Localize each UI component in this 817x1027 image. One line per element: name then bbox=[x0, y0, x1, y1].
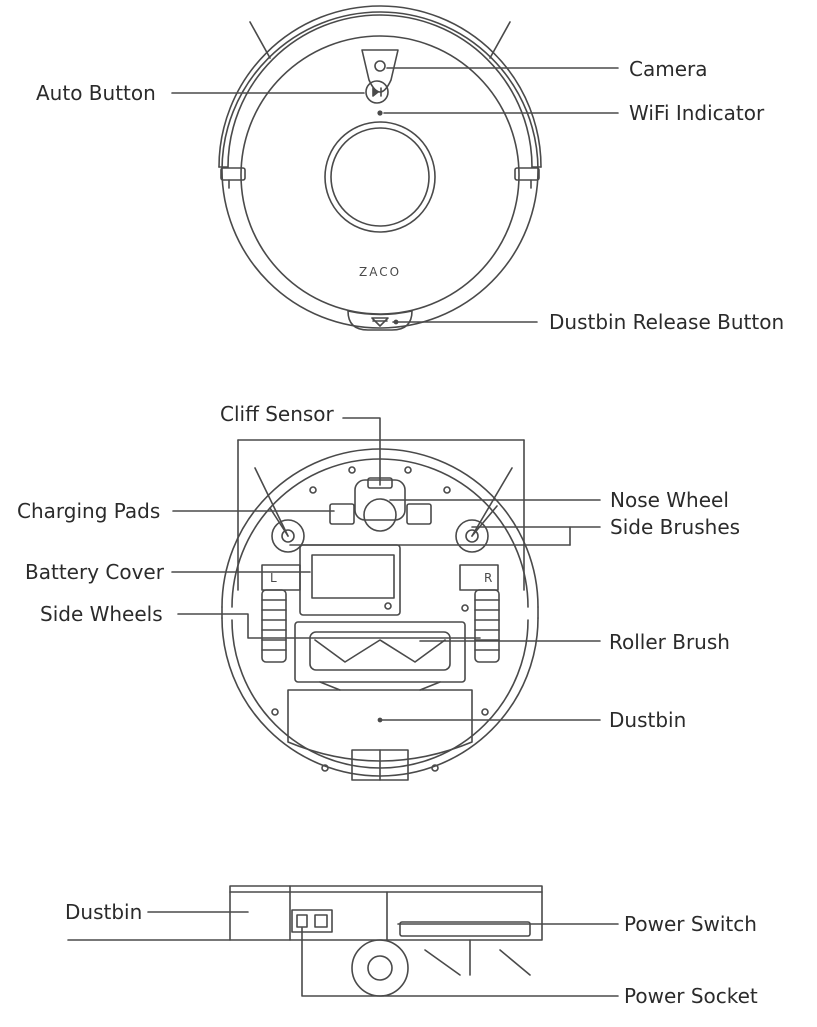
dustbin-handle bbox=[351, 749, 409, 781]
label-roller-brush: Roller Brush bbox=[609, 630, 730, 654]
side-mark-left: L bbox=[270, 571, 277, 585]
top-view-robot: ZACO bbox=[218, 5, 542, 331]
side-wheel-profile bbox=[351, 939, 409, 997]
top-bumper-outer bbox=[218, 5, 542, 168]
label-dustbin-release-button: Dustbin Release Button bbox=[549, 310, 785, 334]
charging-pad-left bbox=[329, 503, 355, 525]
dustbin-bottom bbox=[287, 689, 473, 762]
label-battery-cover: Battery Cover bbox=[25, 560, 164, 584]
bottom-body-lower-inner bbox=[231, 619, 529, 769]
side-brush-left-bristle bbox=[254, 467, 289, 537]
label-side-brushes: Side Brushes bbox=[610, 515, 741, 539]
side-body bbox=[229, 885, 543, 941]
power-switch bbox=[296, 914, 308, 928]
side-view-leaders bbox=[67, 911, 619, 997]
label-wifi-indicator: WiFi Indicator bbox=[629, 101, 765, 125]
release-arrow-icon bbox=[371, 317, 389, 327]
label-dustbin-bottom: Dustbin bbox=[609, 708, 687, 732]
side-bumper bbox=[399, 921, 531, 937]
label-power-socket: Power Socket bbox=[624, 984, 758, 1008]
right-wheel-cover bbox=[459, 564, 499, 591]
label-auto-button: Auto Button bbox=[36, 81, 156, 105]
roller-brush-bristles bbox=[314, 639, 446, 663]
side-brush-profile bbox=[424, 949, 461, 976]
power-socket bbox=[314, 914, 328, 928]
label-power-switch: Power Switch bbox=[624, 912, 757, 936]
top-center-window-inner bbox=[330, 127, 430, 227]
charging-pad-right bbox=[406, 503, 432, 525]
side-brush-left-hub bbox=[271, 519, 305, 553]
side-mark-right: R bbox=[484, 571, 492, 585]
battery-cover bbox=[311, 554, 395, 599]
bottom-view-leaders bbox=[171, 417, 601, 723]
side-brush-right-bristle bbox=[471, 467, 513, 537]
side-wheel-left-treads bbox=[261, 599, 287, 651]
label-dustbin-side: Dustbin bbox=[65, 900, 143, 924]
top-center-window bbox=[324, 121, 436, 233]
power-switch-panel bbox=[291, 909, 333, 933]
left-wheel-cover bbox=[261, 564, 301, 591]
camera-lens-icon bbox=[374, 60, 386, 72]
roller-brush bbox=[309, 631, 451, 671]
side-brush-right-hub bbox=[455, 519, 489, 553]
wifi-indicator-dot bbox=[377, 110, 383, 116]
top-bumper-inner bbox=[227, 14, 533, 168]
dustbin-release-button bbox=[347, 310, 413, 331]
side-view-robot bbox=[229, 885, 543, 997]
label-side-wheels: Side Wheels bbox=[40, 602, 163, 626]
top-body-outline bbox=[221, 11, 539, 329]
top-view-leaders bbox=[171, 67, 619, 325]
side-wheel-right-treads bbox=[474, 599, 500, 651]
label-charging-pads: Charging Pads bbox=[17, 499, 161, 523]
brand-logo: ZACO bbox=[359, 265, 401, 279]
label-camera: Camera bbox=[629, 57, 708, 81]
roller-brush-frame bbox=[294, 621, 466, 683]
label-cliff-sensor: Cliff Sensor bbox=[220, 402, 334, 426]
label-nose-wheel: Nose Wheel bbox=[610, 488, 729, 512]
nose-wheel bbox=[363, 498, 397, 532]
auto-button-icon bbox=[365, 80, 389, 104]
bottom-view-robot: L R bbox=[221, 448, 539, 781]
